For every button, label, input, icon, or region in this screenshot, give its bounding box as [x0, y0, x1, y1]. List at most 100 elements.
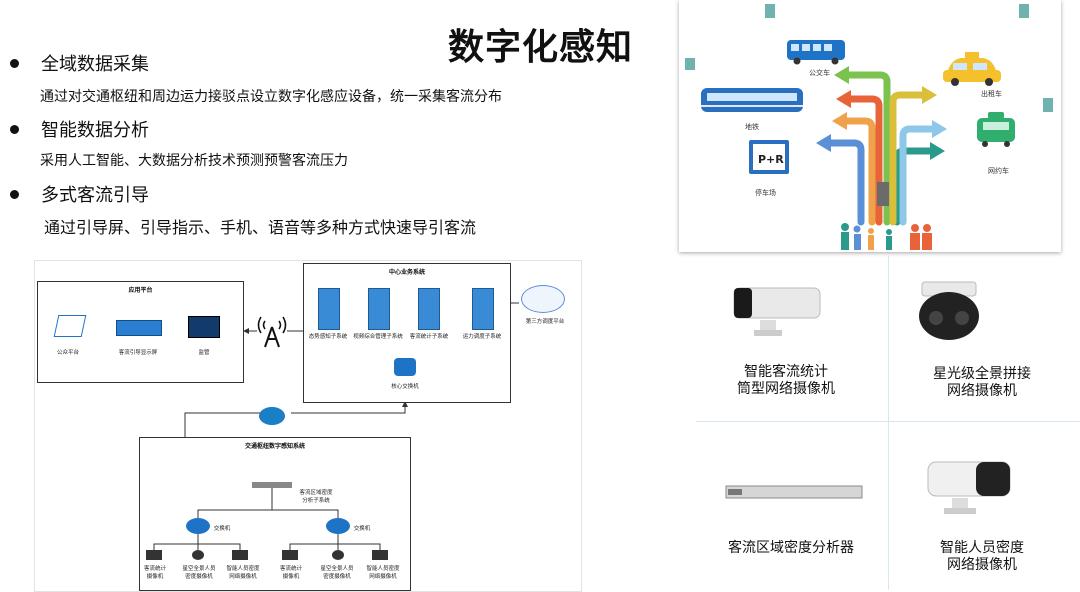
camera-icon — [282, 550, 298, 560]
third-party-label: 第三方调度平台 — [525, 319, 565, 325]
product-label-line2: 网络摄像机 — [947, 557, 1017, 573]
camera-label: 密度摄像机 — [185, 574, 213, 580]
analyzer-label-line1: 客流区域密度 — [299, 490, 333, 496]
people-icon — [841, 223, 932, 250]
perception-system-box: 交通枢纽数字感知系统 客流区域密度 分析子系统 交换机 交换机 客流统计 — [139, 437, 411, 591]
supervision-monitor-icon — [188, 316, 220, 338]
router-icon — [259, 407, 285, 425]
arrowhead-blue — [816, 134, 831, 152]
product-label-line2: 筒型网络摄像机 — [737, 381, 835, 397]
application-platform-box: 应用平台 公众平台 客流引导显示屏 监管 — [37, 281, 244, 383]
third-party-cloud-icon — [521, 285, 565, 313]
bullet-item-1: 全域数据采集 — [10, 50, 149, 76]
wireless-tower-icon — [257, 316, 287, 348]
bullet-heading: 全域数据采集 — [41, 54, 149, 75]
bullet-dot — [10, 58, 19, 68]
arrowhead-teal — [930, 142, 945, 160]
analyzer-label-line2: 分析子系统 — [302, 498, 330, 504]
public-platform-label: 公众平台 — [56, 350, 79, 356]
bus-icon — [787, 40, 845, 65]
product-label-line1: 客流区域密度分析器 — [728, 540, 854, 556]
arrowhead-lightblue — [932, 120, 947, 138]
guidance-screen-icon — [116, 320, 162, 336]
camera-label: 星空全景人员 — [320, 566, 354, 572]
arrow-blue — [825, 139, 865, 226]
central-system-title: 中心业务系统 — [388, 269, 425, 276]
ride-hailing-icon — [977, 112, 1015, 147]
bullet-desc: 通过引导屏、引导指示、手机、语音等多种方式快速导引客流 — [44, 218, 477, 237]
bullet-item-2: 智能数据分析 — [10, 116, 149, 142]
server-label: 客流统计子系统 — [409, 334, 449, 340]
server-icon — [368, 288, 390, 330]
metro-label: 地铁 — [745, 123, 759, 131]
server-icon — [472, 288, 494, 330]
grid-divider-vertical — [888, 256, 889, 590]
arrow-orange — [841, 117, 876, 226]
camera-label: 摄像机 — [146, 574, 164, 580]
camera-label: 摄像机 — [282, 574, 300, 580]
guidance-screen-label: 客流引导显示屏 — [118, 350, 158, 356]
camera-label: 密度摄像机 — [323, 574, 351, 580]
switch-icon — [326, 518, 350, 534]
camera-label: 客流统计 — [143, 566, 166, 572]
camera-label: 网络摄像机 — [229, 574, 257, 580]
perception-system-title: 交通枢纽数字感知系统 — [244, 443, 305, 450]
arrow-yellow — [889, 91, 928, 226]
switch-label: 交换机 — [353, 526, 371, 532]
camera-icon — [332, 550, 344, 560]
camera-label: 网络摄像机 — [369, 574, 397, 580]
server-label: 运力调度子系统 — [462, 334, 502, 340]
core-switch-label: 核心交换机 — [391, 384, 419, 390]
bullet-item-3: 多式客流引导 — [10, 181, 149, 207]
perception-connectors — [153, 488, 381, 550]
bullet-heading: 智能数据分析 — [41, 120, 149, 141]
analyzer-icon — [252, 482, 292, 488]
bullet-camera-icon — [927, 461, 1011, 514]
bus-label: 公交车 — [809, 69, 830, 77]
camera-label: 智能人员密度 — [366, 566, 400, 572]
server-icon — [418, 288, 440, 330]
parking-sign-text: P+R — [758, 153, 784, 166]
system-architecture-diagram: 应用平台 公众平台 客流引导显示屏 监管 中心业务系统 态势感知子系统 视频综 — [34, 260, 582, 592]
bullet-dot — [10, 124, 19, 134]
ride-hailing-label: 网约车 — [988, 167, 1009, 175]
product-label-line1: 智能客流统计 — [744, 364, 828, 380]
parking-label: 停车场 — [755, 189, 776, 197]
bullet-desc: 通过对交通枢纽和周边运力接驳点设立数字化感应设备，统一采集客流分布 — [40, 89, 502, 105]
central-business-system-box: 中心业务系统 态势感知子系统 视频综合管理子系统 客流统计子系统 运力调度子系统… — [303, 263, 511, 403]
camera-icon — [372, 550, 388, 560]
taxi-icon — [943, 52, 1001, 86]
device-products-grid: 智能客流统计 筒型网络摄像机 星光级全景拼接 网络摄像机 客流区域密度分析器 智… — [696, 256, 1080, 590]
arrowhead-orange — [832, 112, 847, 130]
bullet-desc: 采用人工智能、大数据分析技术预测预警客流压力 — [40, 153, 348, 169]
camera-icon — [146, 550, 162, 560]
panoramic-camera-icon — [919, 281, 979, 340]
switch-label: 交换机 — [213, 526, 231, 532]
server-label: 视频综合管理子系统 — [353, 334, 403, 340]
decorative-corner-icons — [685, 4, 1053, 112]
arrowhead-red — [836, 90, 851, 108]
product-label-line2: 网络摄像机 — [947, 383, 1017, 399]
application-platform-title: 应用平台 — [128, 287, 153, 294]
arrow-red — [845, 95, 883, 226]
bullet-dot — [10, 189, 19, 199]
bullet-camera-icon — [733, 287, 821, 336]
parking-sign-icon — [749, 140, 789, 174]
switch-icon — [186, 518, 210, 534]
server-label: 态势感知子系统 — [308, 334, 348, 340]
arrow-lightblue — [899, 125, 938, 226]
metro-icon — [701, 88, 803, 112]
arrowhead-green — [834, 66, 849, 84]
camera-label: 智能人员密度 — [226, 566, 260, 572]
server-icon — [318, 288, 340, 330]
kiosk-icon — [877, 182, 889, 206]
transport-illustration: 公交车 出租车 地铁 网约车 停车场 P+R — [679, 0, 1061, 252]
camera-icon — [192, 550, 204, 560]
transport-arrows-svg — [685, 4, 1053, 250]
camera-label: 星空全景人员 — [182, 566, 216, 572]
taxi-label: 出租车 — [981, 90, 1002, 98]
core-switch-icon — [394, 358, 416, 376]
product-label-line1: 智能人员密度 — [940, 540, 1024, 556]
arrowhead-yellow — [922, 86, 937, 104]
grid-divider-horizontal — [696, 421, 1080, 422]
